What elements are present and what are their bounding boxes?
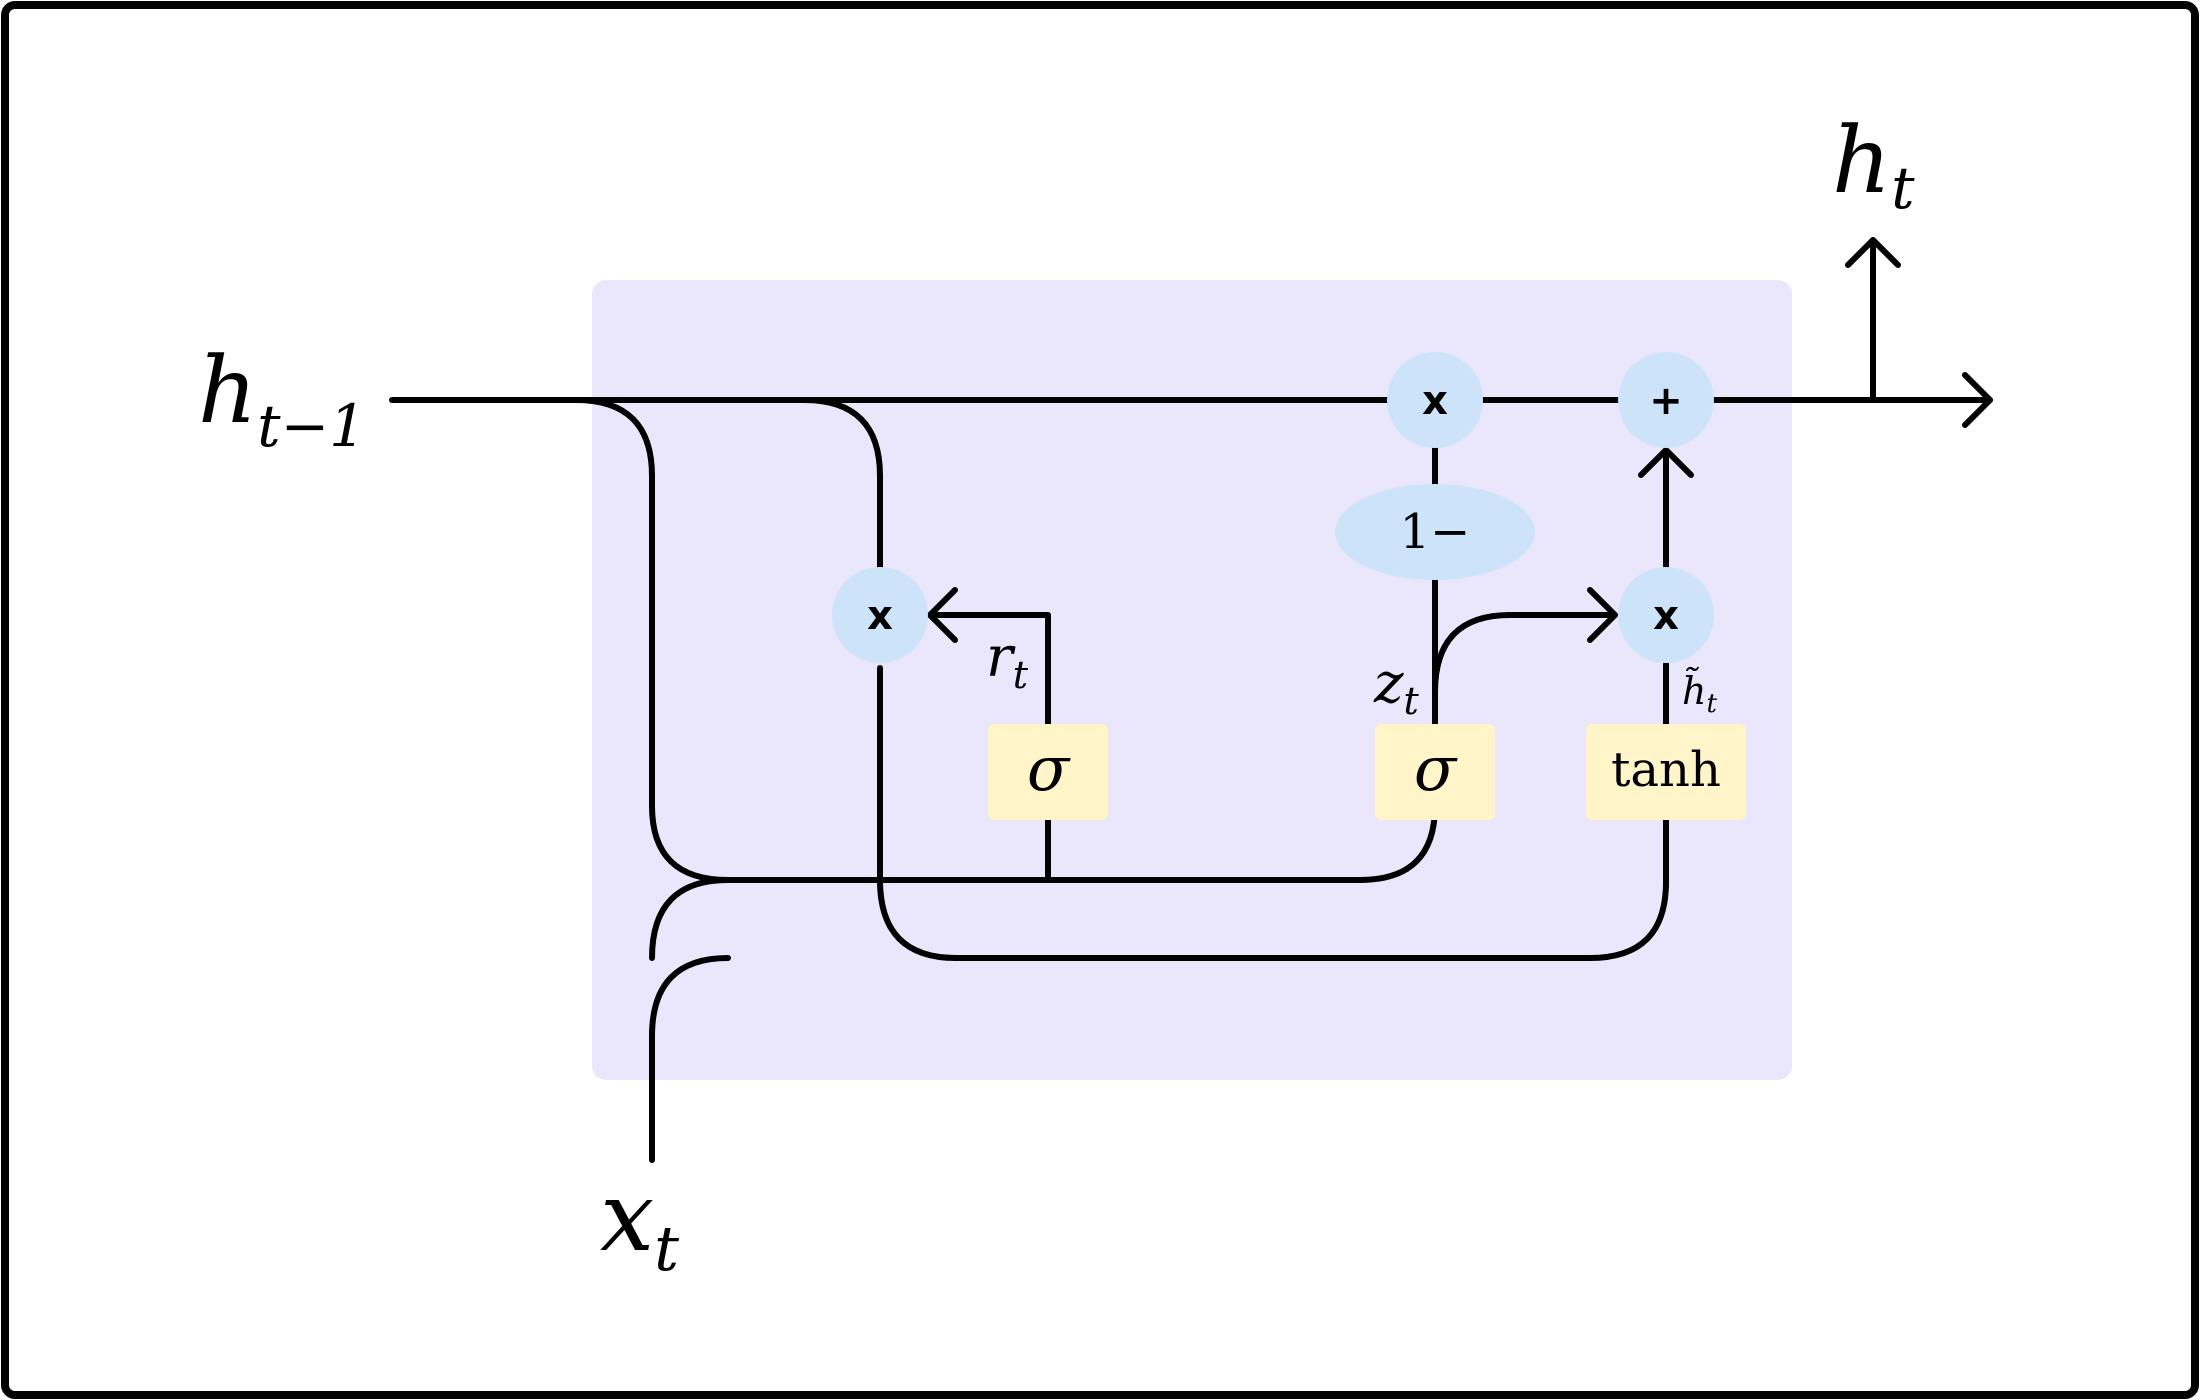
x-in-sub: t bbox=[654, 1212, 679, 1285]
reset-gate-output bbox=[927, 612, 1051, 727]
one-minus-node bbox=[1335, 484, 1535, 580]
reset-multiply-symbol: x bbox=[867, 593, 893, 639]
output-up-arrowhead bbox=[1845, 237, 1901, 268]
update-gate-label: σ bbox=[1414, 732, 1458, 805]
x-merge-upper bbox=[649, 877, 731, 961]
h-out-base: h bbox=[1832, 107, 1891, 214]
output-arrowhead bbox=[1962, 372, 1993, 428]
h-tilde-label: h̃t bbox=[1682, 668, 1717, 719]
r-t-base: r bbox=[986, 625, 1016, 690]
h-prev-branch-to-reset bbox=[801, 397, 883, 573]
reset-arrowhead bbox=[927, 587, 958, 643]
reset-output-line bbox=[877, 665, 1669, 961]
add-arrowhead bbox=[1638, 447, 1694, 478]
update-multiply-symbol: x bbox=[1422, 378, 1448, 424]
candidate-gate-box bbox=[1586, 724, 1746, 820]
x-in-label: xt bbox=[600, 1161, 679, 1285]
add-symbol: + bbox=[1649, 378, 1683, 424]
candidate-multiply-symbol: x bbox=[1653, 593, 1679, 639]
add-node bbox=[1618, 352, 1714, 448]
h-out-sub: t bbox=[1891, 154, 1915, 222]
h-out-label: ht bbox=[1832, 107, 1915, 222]
update-arrowhead bbox=[1587, 587, 1618, 643]
x-input-line bbox=[649, 955, 731, 1163]
operators: x + 1− x x bbox=[832, 352, 1714, 663]
update-gate-to-candidate-multiply bbox=[1432, 612, 1615, 703]
h-tilde-sub: t bbox=[1706, 689, 1717, 719]
r-t-sub: t bbox=[1013, 653, 1029, 697]
r-t-label: rt bbox=[986, 625, 1029, 697]
update-gate-box bbox=[1375, 724, 1495, 820]
h-prev-branch-to-gates bbox=[573, 397, 1438, 883]
reset-multiply-node bbox=[832, 567, 928, 663]
one-minus-label: 1− bbox=[1400, 504, 1471, 560]
update-multiply-node bbox=[1387, 352, 1483, 448]
x-in-base: x bbox=[600, 1161, 654, 1273]
gates: σ σ tanh bbox=[988, 724, 1746, 820]
z-t-sub: t bbox=[1404, 679, 1420, 723]
reset-gate-box bbox=[988, 724, 1108, 820]
candidate-multiply-node bbox=[1618, 567, 1714, 663]
z-t-label: zt bbox=[1373, 651, 1420, 723]
wires bbox=[389, 237, 1993, 1163]
h-prev-sub: t−1 bbox=[257, 392, 366, 460]
reset-gate-label: σ bbox=[1027, 732, 1071, 805]
h-tilde-base: h̃ bbox=[1682, 668, 1706, 713]
candidate-gate-label: tanh bbox=[1611, 742, 1721, 798]
h-prev-base: h bbox=[198, 337, 257, 444]
z-t-base: z bbox=[1373, 651, 1404, 716]
h-prev-label: ht−1 bbox=[198, 337, 366, 460]
labels: ht−1 ht xt rt zt h̃t bbox=[198, 107, 1915, 1285]
